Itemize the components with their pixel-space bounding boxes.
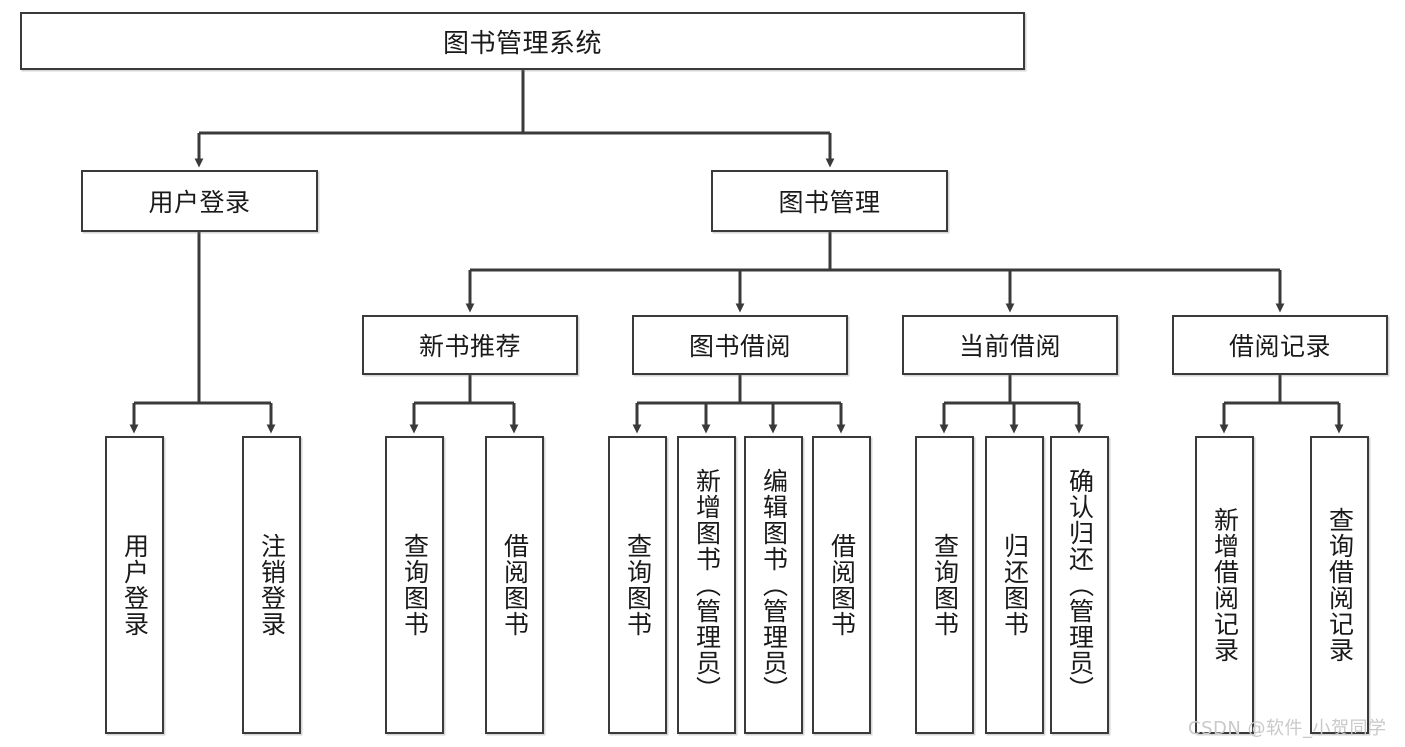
watermark-text: CSDN @软件_小贺同学 <box>1188 718 1387 739</box>
node-book-management[interactable]: 图书管理 <box>711 170 948 232</box>
leaf-record-query-record[interactable]: 查询借阅记录 <box>1310 436 1369 734</box>
node-label: 查询图书 <box>400 533 430 637</box>
node-user-login[interactable]: 用户登录 <box>81 170 318 232</box>
node-label: 注销登录 <box>257 533 287 637</box>
leaf-newbook-borrow-book[interactable]: 借阅图书 <box>485 436 544 734</box>
node-new-book-recommend[interactable]: 新书推荐 <box>362 315 578 375</box>
node-label: 确认归还（管理员） <box>1065 468 1095 702</box>
node-label: 当前借阅 <box>958 332 1061 361</box>
node-label: 借阅图书 <box>500 533 530 637</box>
node-label: 查询图书 <box>623 533 653 637</box>
node-label: 图书管理系统 <box>442 28 602 59</box>
leaf-current-return-book[interactable]: 归还图书 <box>985 436 1044 734</box>
node-book-borrow[interactable]: 图书借阅 <box>632 315 848 375</box>
leaf-borrow-edit-book-admin[interactable]: 编辑图书（管理员） <box>744 436 803 734</box>
node-root-system[interactable]: 图书管理系统 <box>20 12 1025 70</box>
leaf-current-confirm-return-admin[interactable]: 确认归还（管理员） <box>1050 436 1109 734</box>
leaf-newbook-query-book[interactable]: 查询图书 <box>385 436 444 734</box>
leaf-borrow-query-book[interactable]: 查询图书 <box>608 436 667 734</box>
leaf-borrow-borrow-book[interactable]: 借阅图书 <box>812 436 871 734</box>
node-label: 借阅记录 <box>1228 332 1331 361</box>
leaf-user-logout[interactable]: 注销登录 <box>242 436 301 734</box>
leaf-current-query-book[interactable]: 查询图书 <box>915 436 974 734</box>
node-label: 新书推荐 <box>418 332 521 361</box>
leaf-user-login[interactable]: 用户登录 <box>105 436 164 734</box>
leaf-borrow-add-book-admin[interactable]: 新增图书（管理员） <box>677 436 736 734</box>
node-label: 图书管理 <box>778 188 881 217</box>
node-label: 查询图书 <box>930 533 960 637</box>
csdn-watermark: CSDN @软件_小贺同学 <box>1188 714 1387 740</box>
leaf-record-add-record[interactable]: 新增借阅记录 <box>1195 436 1254 734</box>
node-label: 新增借阅记录 <box>1210 507 1240 663</box>
node-label: 用户登录 <box>148 188 251 217</box>
node-label: 编辑图书（管理员） <box>759 468 789 702</box>
node-label: 借阅图书 <box>827 533 857 637</box>
node-label: 查询借阅记录 <box>1325 507 1355 663</box>
node-label: 图书借阅 <box>688 332 791 361</box>
node-label: 归还图书 <box>1000 533 1030 637</box>
node-label: 用户登录 <box>120 533 150 637</box>
node-borrow-record[interactable]: 借阅记录 <box>1172 315 1388 375</box>
node-current-borrow[interactable]: 当前借阅 <box>902 315 1118 375</box>
node-label: 新增图书（管理员） <box>692 468 722 702</box>
